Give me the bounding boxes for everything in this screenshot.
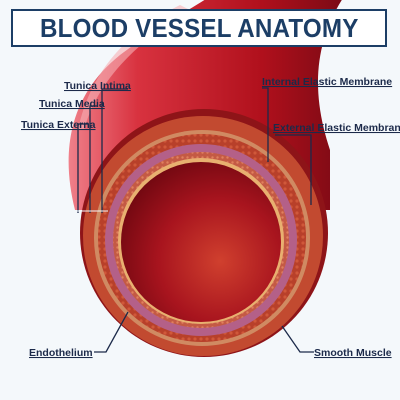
- leader-endothelium: [94, 311, 129, 353]
- page-title: BLOOD VESSEL ANATOMY: [39, 12, 359, 43]
- label-endothelium: Endothelium: [29, 347, 93, 359]
- title-box: BLOOD VESSEL ANATOMY: [11, 9, 387, 47]
- leader-external-elastic: [275, 134, 312, 205]
- label-tunica-externa: Tunica Externa: [21, 119, 96, 131]
- leader-tunica-externa: [77, 123, 88, 213]
- leader-tunica-media: [89, 105, 98, 213]
- label-external-elastic-membrane: External Elastic Membrane: [273, 122, 400, 134]
- leader-tunica-intima: [101, 88, 128, 213]
- label-tunica-media: Tunica Media: [39, 98, 105, 110]
- leader-smooth-muscle: [281, 325, 314, 353]
- label-smooth-muscle: Smooth Muscle: [314, 347, 392, 359]
- lumen: [121, 162, 281, 322]
- label-tunica-intima: Tunica Intima: [64, 80, 131, 92]
- leader-internal-elastic: [262, 87, 269, 162]
- label-internal-elastic-membrane: Internal Elastic Membrane: [262, 76, 392, 88]
